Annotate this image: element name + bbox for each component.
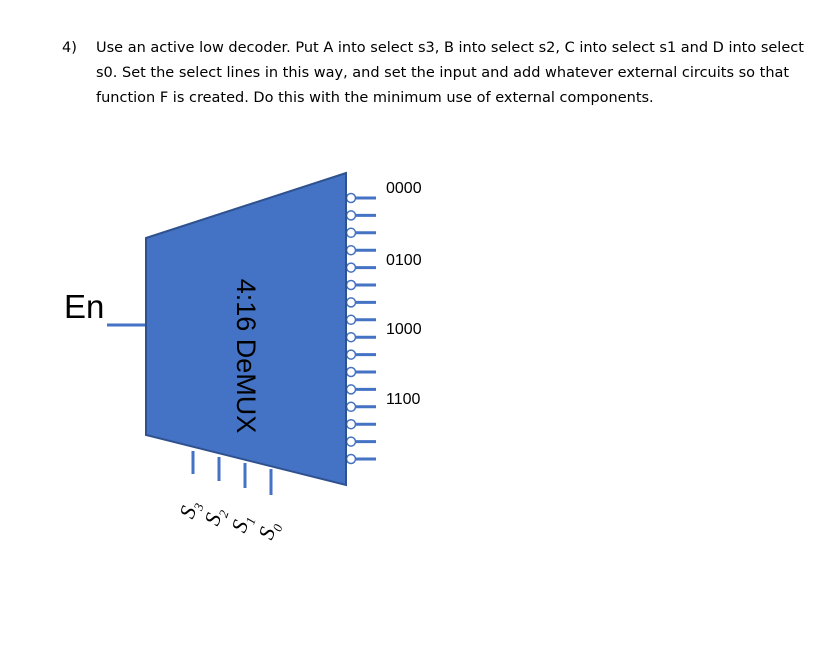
demux-title: 4:16 DeMUX bbox=[231, 278, 261, 434]
active-low-bubble-8 bbox=[345, 331, 357, 343]
active-low-bubble-11 bbox=[345, 384, 357, 395]
question-line-1: Use an active low decoder. Put A into se… bbox=[96, 40, 804, 56]
active-low-bubble-6 bbox=[345, 297, 357, 308]
active-low-bubble-13 bbox=[345, 418, 357, 430]
active-low-bubble-3 bbox=[345, 244, 357, 256]
question-block: 4) Use an active low decoder. Put A into… bbox=[62, 36, 817, 111]
active-low-bubble-10 bbox=[345, 366, 357, 378]
output-lines bbox=[345, 192, 376, 465]
active-low-bubble-5 bbox=[345, 279, 357, 291]
enable-label: En bbox=[64, 288, 105, 325]
active-low-bubble-15 bbox=[345, 453, 357, 465]
select-lines bbox=[191, 451, 273, 495]
question-line-2: s0. Set the select lines in this way, an… bbox=[96, 65, 790, 81]
active-low-bubble-2 bbox=[345, 227, 357, 239]
active-low-bubble-7 bbox=[345, 314, 357, 326]
active-low-bubble-1 bbox=[345, 210, 357, 221]
active-low-bubble-4 bbox=[345, 262, 357, 273]
active-low-bubble-0 bbox=[345, 192, 357, 204]
output-code-0000: 0000 bbox=[386, 180, 422, 197]
question-line-3: function F is created. Do this with the … bbox=[96, 90, 654, 106]
active-low-bubble-12 bbox=[345, 401, 357, 413]
demux-body bbox=[145, 171, 347, 487]
output-code-1000: 1000 bbox=[386, 321, 422, 338]
active-low-bubble-9 bbox=[345, 349, 357, 360]
question-text: Use an active low decoder. Put A into se… bbox=[96, 36, 817, 111]
question-number: 4) bbox=[62, 40, 77, 56]
output-code-0100: 0100 bbox=[386, 252, 422, 269]
output-code-1100: 1100 bbox=[386, 391, 421, 408]
active-low-bubble-14 bbox=[345, 436, 357, 447]
